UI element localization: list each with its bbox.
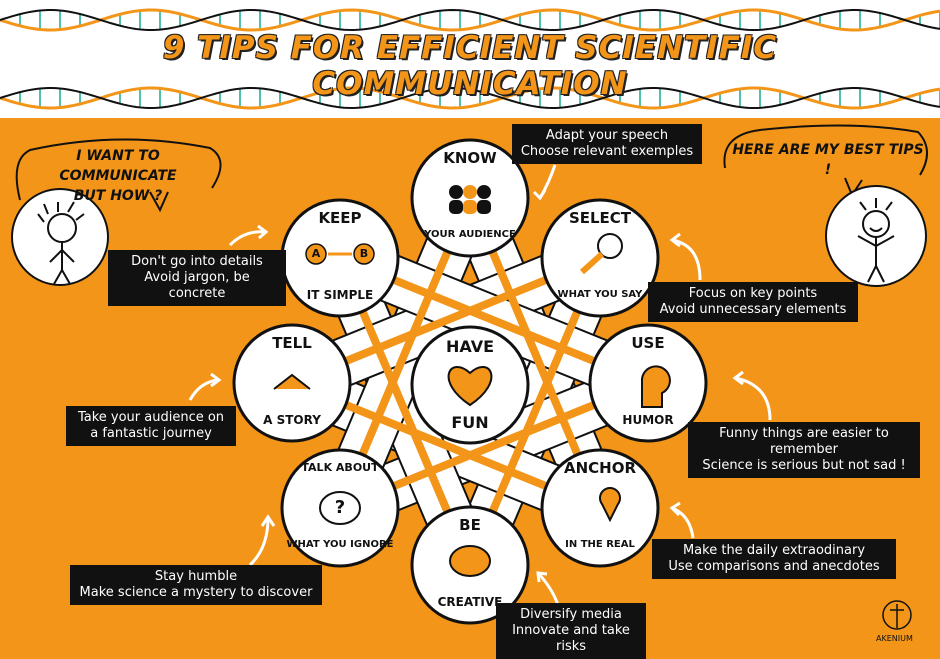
happy-head: [862, 210, 890, 238]
arrow-tell-head: [210, 372, 222, 388]
person-icon: [449, 185, 463, 199]
tip-title-top-7: KEEP: [318, 208, 362, 227]
brain-icon: [449, 545, 491, 577]
person-body-icon: [463, 200, 477, 214]
tip-title-bottom-4: CREATIVE: [437, 595, 503, 609]
person-body-icon: [449, 200, 463, 214]
pin-icon: [599, 487, 621, 523]
arrow-keep: [228, 230, 266, 247]
advice-know-your-audience: Adapt your speech Choose relevant exempl…: [512, 124, 702, 164]
magnifier-icon: [597, 233, 623, 259]
scientist-character: [11, 188, 109, 286]
person-icon: [477, 185, 491, 199]
tip-title-bottom-0: YOUR AUDIENCE: [424, 229, 516, 240]
tip-title-top-5: TALK ABOUT: [301, 460, 379, 474]
advice-keep-it-simple: Don't go into details Avoid jargon, be c…: [108, 250, 286, 306]
advice-select-what-you-say: Focus on key points Avoid unnecessary el…: [648, 282, 858, 322]
laughing-face-icon: [641, 365, 671, 408]
point-b-label: B: [359, 246, 369, 260]
arrow-select: [671, 238, 702, 281]
happy-character: [825, 185, 927, 287]
tip-title-bottom-2: HUMOR: [622, 413, 674, 427]
tip-title-bottom-5: WHAT YOU IGNORE: [286, 539, 394, 550]
happy-smile: [869, 227, 883, 232]
arrow-select-head: [669, 232, 681, 248]
arrows: [188, 164, 772, 606]
heart-icon: [447, 366, 493, 407]
point-a-icon: [305, 243, 327, 265]
left-bubble-tail: [149, 191, 169, 213]
tip-title-top-2: USE: [631, 333, 665, 352]
arrow-talk-head: [260, 514, 276, 527]
tip-title-top-1: SELECT: [568, 208, 632, 227]
signature-icon: [882, 600, 912, 630]
question-bubble-icon: [319, 491, 361, 525]
scientist-head: [47, 213, 77, 243]
arrow-know-head: [532, 189, 547, 201]
advice-anchor-in-the-real: Make the daily extraodinary Use comparis…: [652, 539, 896, 579]
tip-title-top-3: ANCHOR: [563, 458, 637, 477]
tip-title-bottom-6: A STORY: [263, 413, 321, 427]
tip-title-bottom-7: IT SIMPLE: [306, 288, 374, 302]
person-icon: [463, 185, 477, 199]
arrow-talk: [248, 517, 270, 567]
tip-title-bottom-1: WHAT YOU SAY: [557, 289, 643, 300]
dna-strand: [0, 9, 940, 32]
arrow-keep-head: [257, 224, 269, 240]
person-body-icon: [477, 200, 491, 214]
advice-tell-a-story: Take your audience on a fantastic journe…: [66, 406, 236, 446]
left-bubble-text: I WANT TO COMMUNICATE BUT HOW ?: [59, 148, 177, 204]
dna-strand: [0, 8, 940, 32]
dna-strand: [0, 87, 940, 110]
arrow-creative-head: [536, 571, 548, 583]
arrow-humor: [734, 376, 772, 421]
dna-strand-decoration: [0, 8, 940, 110]
right-bubble-text: HERE ARE MY BEST TIPS !: [732, 142, 924, 178]
arrow-creative: [536, 571, 560, 606]
arrow-humor-head: [732, 370, 744, 386]
scientist-hair: [37, 201, 85, 223]
tip-title-top-0: KNOW: [443, 148, 497, 167]
story-icon: [273, 373, 311, 390]
question-mark: ?: [334, 497, 346, 518]
dna-strand: [0, 86, 940, 110]
happy-body: [857, 235, 895, 283]
tip-title-top-4: BE: [459, 515, 481, 534]
tip-circle-3: [540, 448, 660, 568]
point-b-icon: [353, 243, 375, 265]
right-bubble-outline: [723, 124, 928, 176]
signature-logo: [882, 600, 912, 630]
point-a-label: A: [311, 246, 321, 260]
arrow-tell: [188, 378, 219, 401]
page-title: 9 TIPS FOR EFFICIENT SCIENTIFIC COMMUNIC…: [162, 30, 778, 102]
center-title-bottom: FUN: [451, 413, 489, 432]
tip-title-top-6: TELL: [272, 333, 312, 352]
center-title-top: HAVE: [446, 337, 494, 356]
happy-hair: [859, 198, 893, 211]
arrow-anchor-head: [669, 501, 681, 517]
scientist-body: [49, 242, 75, 285]
advice-be-creative: Diversify media Innovate and take risks: [496, 603, 646, 659]
advice-talk-about-what-you-ignore: Stay humble Make science a mystery to di…: [70, 565, 322, 605]
advice-use-humor: Funny things are easier to remember Scie…: [688, 422, 920, 478]
signature-mark: [890, 604, 904, 628]
tip-title-bottom-3: IN THE REAL: [565, 539, 635, 550]
signature-text: AKENIUM: [876, 634, 913, 643]
magnifier-handle-icon: [579, 251, 605, 275]
left-bubble-outline: [15, 138, 222, 201]
tip-circles: [232, 138, 708, 625]
